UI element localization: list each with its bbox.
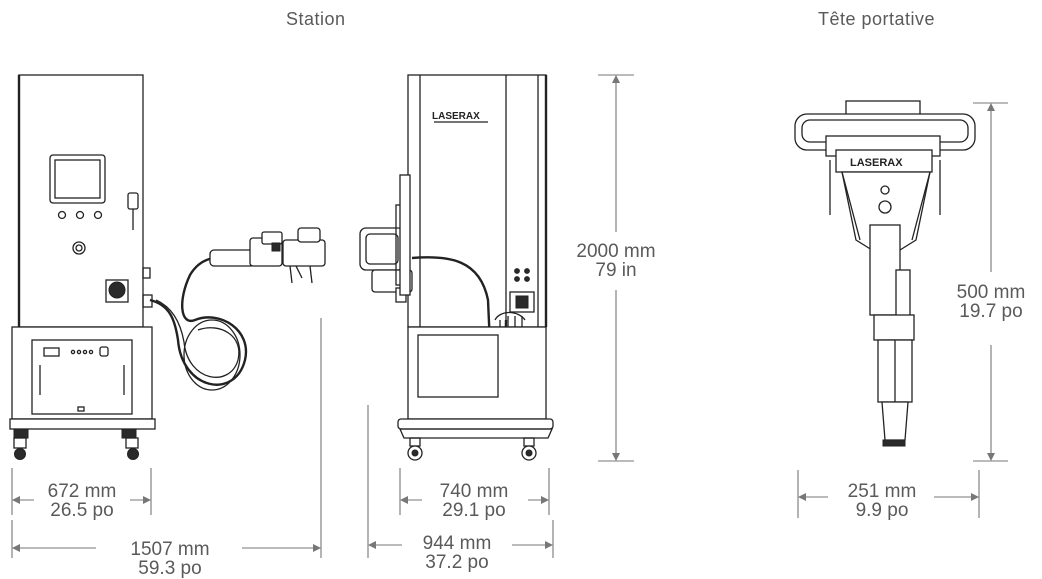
touchscreen (49, 154, 106, 204)
dim-line-1507 (11, 318, 322, 558)
chiller-unit (11, 326, 153, 420)
dim-label-head-height: 500 mm 19.7 po (940, 283, 1042, 321)
head-logo: LASERAX (850, 157, 903, 169)
dim-line-500 (973, 102, 1008, 462)
dim-label-station-front-width: 740 mm 29.1 po (424, 482, 524, 520)
dim-head-height-po: 19.7 po (959, 301, 1023, 322)
dim-head-width-mm: 251 mm (847, 481, 917, 502)
station-heading: Station (286, 9, 346, 29)
dim-station-depth-mm: 672 mm (47, 481, 117, 502)
dim-line-2000 (598, 74, 634, 462)
dim-line-740 (399, 468, 550, 515)
station-side-view (9, 74, 326, 460)
dim-front-width-po: 29.1 po (442, 500, 506, 521)
handheld-tool-side (209, 227, 326, 284)
dim-station-depth-po: 26.5 po (50, 500, 114, 521)
dim-line-944 (367, 405, 554, 558)
dim-label-station-height: 2000 mm 79 in (558, 242, 674, 280)
dim-station-total-mm: 1507 mm (130, 539, 210, 560)
laserax-logo: LASERAX (432, 111, 480, 122)
dim-station-total-po: 59.3 po (138, 558, 202, 579)
dim-front-total-mm: 944 mm (422, 533, 492, 554)
handheld-head-view: LASERAX (794, 100, 976, 447)
dim-front-width-mm: 740 mm (439, 481, 509, 502)
dim-station-height-mm: 2000 mm (576, 241, 656, 262)
dim-line-672 (11, 468, 152, 515)
dim-label-station-front-total: 944 mm 37.2 po (404, 534, 510, 572)
station-front-view: LASERAX (359, 74, 554, 461)
dim-station-height-in: 79 in (595, 260, 637, 281)
front-cabinet (407, 74, 547, 328)
handheld-heading: Tête portative (818, 9, 936, 29)
power-knob (108, 281, 126, 299)
dim-head-height-mm: 500 mm (956, 282, 1026, 303)
dim-label-station-total-width: 1507 mm 59.3 po (102, 540, 238, 578)
front-chiller (407, 326, 547, 420)
dim-label-head-width: 251 mm 9.9 po (834, 482, 930, 520)
dim-head-width-po: 9.9 po (855, 500, 909, 521)
dim-label-station-depth: 672 mm 26.5 po (36, 482, 128, 520)
dim-line-251 (797, 470, 980, 518)
emergency-button (72, 241, 86, 255)
dim-front-total-po: 37.2 po (425, 552, 489, 573)
